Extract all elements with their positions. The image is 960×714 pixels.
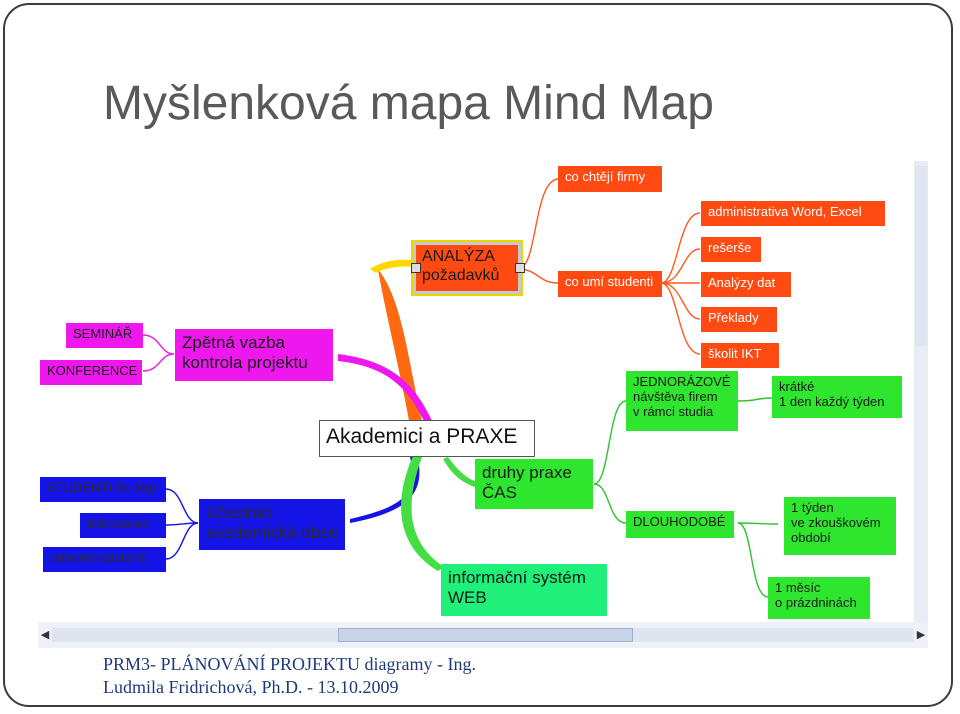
scroll-right-icon[interactable]: ▶ xyxy=(916,629,926,641)
handle-left[interactable] xyxy=(411,263,421,273)
blue-connectors xyxy=(165,488,199,560)
node-tyden-line3: období xyxy=(791,529,831,545)
node-ucastnici-line2: akedemická obce xyxy=(206,522,339,542)
node-tyden-line1: 1 týden xyxy=(791,500,834,515)
node-zpetna-vazba[interactable]: Zpětná vazba kontrola projektu xyxy=(175,329,333,381)
connector-layer xyxy=(142,178,779,598)
node-kratke-line2: 1 den každý týden xyxy=(779,393,885,409)
branch-analyza xyxy=(378,269,423,426)
node-skill-4[interactable]: Překlady xyxy=(701,307,777,332)
red-connectors xyxy=(517,178,701,355)
node-informacni-line1: informační systém xyxy=(448,568,586,587)
vertical-scroll-thumb[interactable] xyxy=(915,166,927,346)
node-mesic-line1: 1 měsíc xyxy=(775,580,821,595)
node-co-umi-studenti[interactable]: co umí studenti xyxy=(558,271,662,297)
node-praxe-line1: druhy praxe xyxy=(482,463,572,482)
node-informacni-line2: WEB xyxy=(448,587,487,607)
node-kratke-line1: krátké xyxy=(779,379,815,394)
branch-informacni xyxy=(401,456,444,571)
node-center[interactable]: Akademici a PRAXE xyxy=(319,420,535,457)
green-connectors xyxy=(593,397,779,598)
node-dlouhodobe[interactable]: DLOUHODOBÉ xyxy=(626,511,734,538)
magenta-connectors xyxy=(142,334,175,372)
node-studenti-bc-mgr[interactable]: STUDENTI Bc Mgr xyxy=(40,477,166,502)
node-co-chteji-firmy[interactable]: co chtějí firmy xyxy=(558,166,662,192)
node-konference[interactable]: KONFERENCE xyxy=(40,360,142,385)
node-skill-1[interactable]: administrativa Word, Excel xyxy=(701,201,885,226)
node-odborni-asistenti[interactable]: odborní asistenti xyxy=(43,547,166,572)
handle-right[interactable] xyxy=(515,263,525,273)
slide-frame xyxy=(3,3,953,707)
footer-line-2: Ludmila Fridrichová, Ph.D. - 13.10.2009 xyxy=(103,677,399,697)
node-tyden[interactable]: 1 týden ve zkouškovém období xyxy=(784,497,896,555)
node-analyza-line1: ANALÝZA xyxy=(422,248,495,265)
node-skill-2[interactable]: rešerše xyxy=(701,237,761,262)
vertical-scrollbar[interactable] xyxy=(914,161,928,648)
node-jednorazove-line3: v rámci studia xyxy=(633,403,714,419)
node-mesic-line2: o prázdninách xyxy=(775,594,857,610)
node-skill-3[interactable]: Analýzy dat xyxy=(701,272,791,297)
node-tyden-line2: ve zkouškovém xyxy=(791,514,881,530)
node-seminar[interactable]: SEMINÁŘ xyxy=(66,323,143,348)
scroll-left-icon[interactable]: ◀ xyxy=(40,629,50,641)
branch-praxe xyxy=(443,457,475,487)
horizontal-scroll-thumb[interactable] xyxy=(338,628,633,642)
node-informacni-system[interactable]: informační systém WEB xyxy=(441,564,607,616)
node-analyza[interactable]: ANALÝZA požadavků xyxy=(411,240,523,296)
branch-analyza-tip xyxy=(370,259,416,273)
node-mesic[interactable]: 1 měsíc o prázdninách xyxy=(768,577,870,619)
slide-title: Myšlenková mapa Mind Map xyxy=(103,77,714,130)
node-kratke[interactable]: krátké 1 den každý týden xyxy=(772,376,902,418)
node-druhy-praxe[interactable]: druhy praxe ČAS xyxy=(475,459,593,509)
node-zpetna-line2: kontrola projektu xyxy=(182,352,308,372)
node-skill-5[interactable]: školit IKT xyxy=(701,343,779,368)
horizontal-scrollbar[interactable]: ◀ ▶ xyxy=(38,622,928,648)
node-ucastnici[interactable]: účastníci akedemická obce xyxy=(199,499,345,550)
footer-line-1: PRM3- PLÁNOVÁNÍ PROJEKTU diagramy - Ing. xyxy=(103,654,476,674)
branch-zpetna xyxy=(338,354,433,425)
node-doktorandi[interactable]: doktorandi xyxy=(80,513,166,538)
node-jednorazove-line1: JEDNORÁZOVÉ xyxy=(633,374,731,389)
node-praxe-line2: ČAS xyxy=(482,482,517,502)
node-ucastnici-line1: účastníci xyxy=(206,503,274,522)
node-jednorazove[interactable]: JEDNORÁZOVÉ návštěva firem v rámci studi… xyxy=(626,371,738,431)
node-jednorazove-line2: návštěva firem xyxy=(633,388,718,404)
mind-map-diagram: ANALÝZA požadavků co chtějí firmy co umí… xyxy=(38,161,928,648)
node-analyza-line2: požadavků xyxy=(422,267,500,285)
node-zpetna-line1: Zpětná vazba xyxy=(182,333,286,352)
